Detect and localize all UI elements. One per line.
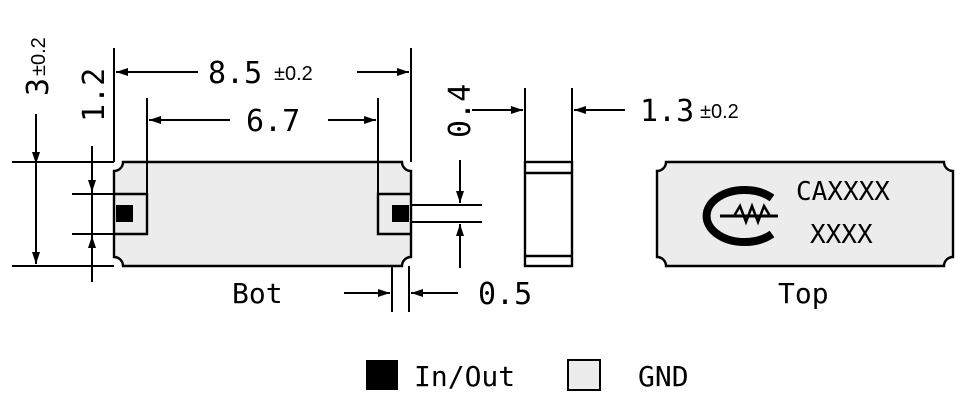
side-width-tolerance: ±0.2: [700, 101, 739, 123]
marking-line-1: CAXXXX: [796, 177, 890, 207]
legend-in-out-label: In/Out: [414, 360, 515, 393]
bottom-view-body: [112, 160, 413, 268]
extension-lines: [12, 48, 482, 312]
bottom-view: [112, 160, 413, 268]
side-view: 0.4 1.3 ±0.2: [443, 84, 739, 268]
left-pad-outline: [114, 192, 149, 236]
overall-length-tolerance: ±0.2: [274, 63, 313, 85]
dim-inner-length: 6.7: [149, 104, 376, 139]
side-view-body: [523, 160, 574, 268]
legend-gnd-label: GND: [638, 360, 689, 393]
inner-length-value: 6.7: [246, 104, 300, 139]
dim-pad-gap: 0.5: [344, 277, 532, 312]
top-view: CAXXXX XXXX: [655, 160, 955, 268]
side-height-value: 0.4: [443, 84, 478, 138]
side-width-value: 1.3: [640, 94, 694, 129]
manufacturer-logo: [702, 186, 778, 246]
top-view-label: Top: [778, 277, 829, 310]
dim-pad-height: 1.2: [77, 68, 112, 282]
right-in-out-pad: [392, 205, 409, 222]
legend: In/Out GND: [366, 359, 689, 393]
height-tolerance: ±0.2: [28, 37, 50, 76]
pad-gap-value: 0.5: [478, 277, 532, 312]
dim-height: 3 ±0.2: [21, 37, 56, 264]
marking-line-2: XXXX: [810, 220, 873, 250]
left-in-out-pad: [116, 205, 133, 222]
legend-in-out-swatch: [366, 360, 398, 390]
legend-gnd-swatch: [567, 359, 601, 391]
bottom-view-label: Bot: [232, 277, 283, 310]
pad-height-value: 1.2: [77, 68, 112, 122]
height-value: 3: [21, 78, 56, 96]
overall-length-value: 8.5: [208, 56, 262, 91]
right-pad-outline: [376, 192, 411, 236]
dim-overall-length: 8.5 ±0.2: [116, 56, 409, 91]
